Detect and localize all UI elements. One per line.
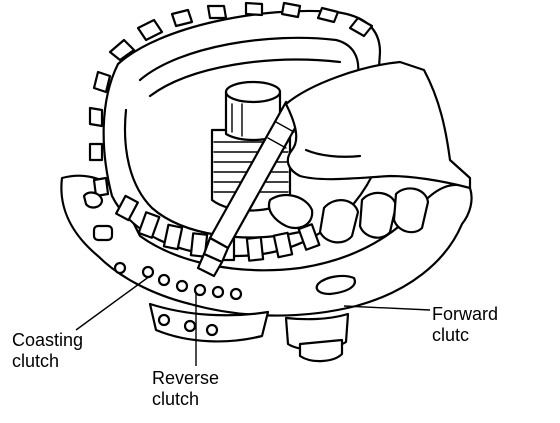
coasting-clutch-label-line2: clutch [12, 351, 60, 371]
forward-clutch-label-line2: clutc [432, 325, 470, 345]
reverse-clutch-label: Reverse clutch [152, 368, 219, 410]
reverse-clutch-label-line2: clutch [152, 389, 200, 409]
outer-spline-teeth [88, 1, 374, 198]
reverse-clutch-label-line1: Reverse [152, 368, 220, 388]
coasting-clutch-label: Coasting clutch [12, 330, 83, 372]
drum-inner-ring [138, 36, 360, 82]
hand [267, 60, 472, 244]
pump-housing [148, 302, 350, 363]
forward-clutch-label: Forward clutc [432, 304, 498, 346]
fluid-passage-holes [82, 191, 356, 301]
forward-clutch-leader [343, 305, 431, 311]
forward-clutch-label-line1: Forward [432, 304, 499, 324]
coasting-clutch-label-line1: Coasting [12, 330, 84, 350]
input-shaft [224, 80, 282, 142]
coasting-clutch-leader [75, 275, 151, 331]
